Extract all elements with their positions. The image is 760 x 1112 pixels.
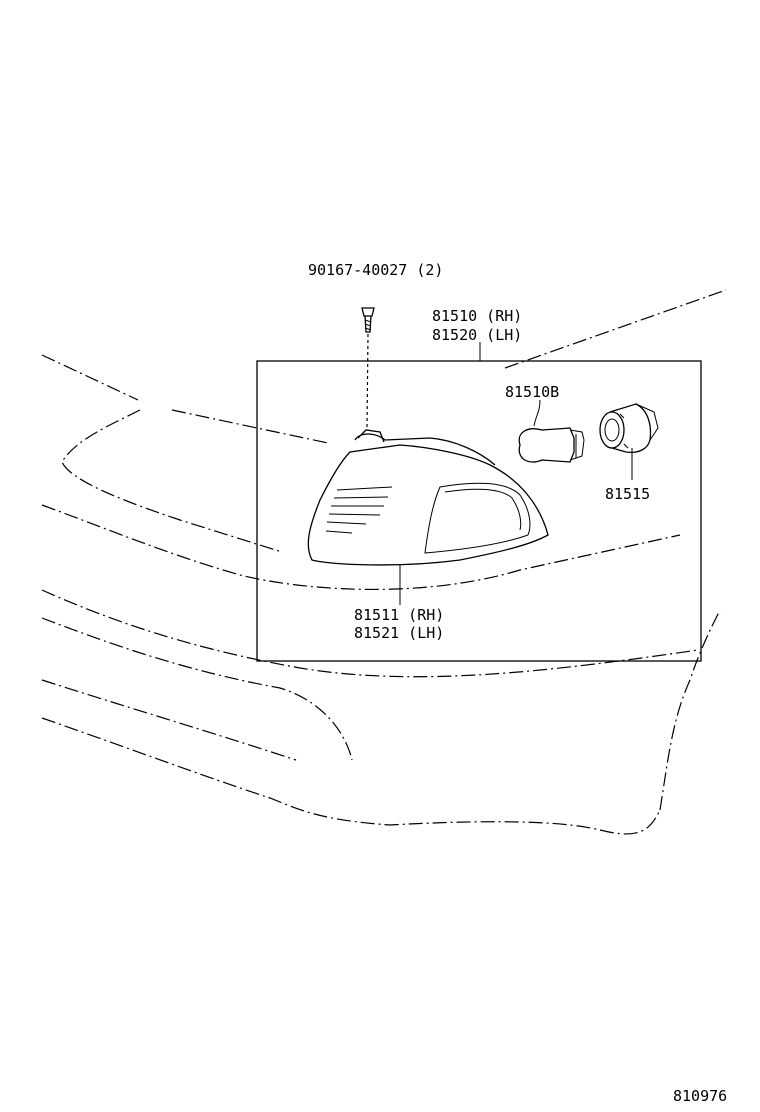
vehicle-body-outline (41, 289, 727, 835)
lamp-lens-icon (307, 429, 549, 566)
assembly-lh-part-number: 81520 (LH) (432, 326, 522, 344)
assembly-frame (256, 360, 702, 662)
bulb-icon (518, 427, 585, 463)
figure-number: 810976 (673, 1087, 727, 1105)
lens-rh-part-number: 81511 (RH) (354, 606, 444, 624)
screw-icon (361, 307, 375, 429)
lens-lh-part-number: 81521 (LH) (354, 624, 444, 642)
bulb-part-number: 81510B (505, 383, 559, 401)
screw-part-number: 90167-40027 (2) (308, 261, 443, 279)
socket-icon (599, 403, 659, 454)
assembly-rh-part-number: 81510 (RH) (432, 307, 522, 325)
socket-part-number: 81515 (605, 485, 650, 503)
